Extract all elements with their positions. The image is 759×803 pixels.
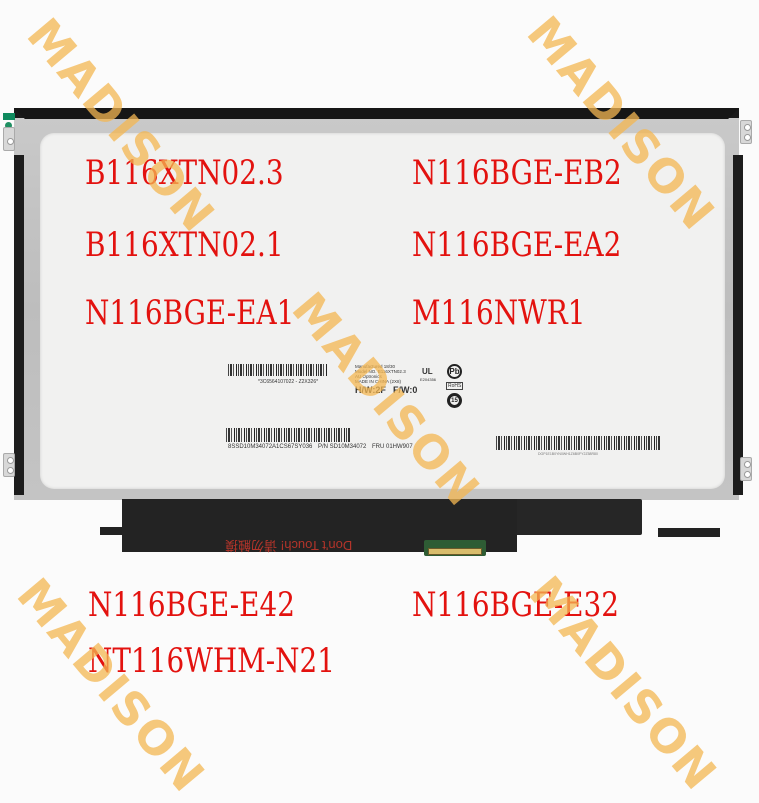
screw-hole-icon xyxy=(744,471,751,478)
barcode xyxy=(496,436,660,450)
mount-bracket-bottom-left xyxy=(3,453,15,477)
model-text: N116BGE-E42 xyxy=(88,585,296,625)
screw-hole-icon xyxy=(744,134,751,141)
model-text: N116BGE-EB2 xyxy=(412,153,622,193)
model-text: B116XTN02.3 xyxy=(85,153,284,193)
screw-hole-icon xyxy=(744,124,751,131)
green-dot-icon xyxy=(5,122,12,129)
hardware-version: H/W:2F xyxy=(355,385,386,395)
no-lead-icon: Pb xyxy=(447,364,462,379)
model-text: N116BGE-E32 xyxy=(412,585,620,625)
label-info-line: AU Optronics xyxy=(355,374,382,379)
mount-bracket-top-left xyxy=(3,127,15,151)
pcb-tab-right xyxy=(658,528,720,537)
model-text: N116BGE-EA1 xyxy=(85,293,295,333)
ul-code: E204356 xyxy=(420,377,437,382)
lcd-screen-surface xyxy=(40,133,725,489)
model-text: B116XTN02.1 xyxy=(85,225,284,265)
edp-connector-pins xyxy=(428,548,482,555)
screw-hole-icon xyxy=(7,467,14,474)
barcode xyxy=(226,428,350,442)
part-number: P/N SD10M34072 xyxy=(318,444,367,450)
panel-top-bezel xyxy=(14,108,739,119)
ul-mark-icon: UL xyxy=(422,367,433,376)
screw-hole-icon xyxy=(7,457,14,464)
model-text: N116BGE-EA2 xyxy=(412,225,622,265)
model-text: NT116WHM-N21 xyxy=(88,641,336,681)
screw-hole-icon xyxy=(7,138,14,145)
dont-touch-warning: Don't Touch! 请勿触摸 xyxy=(225,538,353,553)
mount-bracket-bottom-right xyxy=(740,457,752,481)
label-info-line: Model NO. B116XTN02.3 xyxy=(355,369,406,374)
screw-hole-icon xyxy=(744,461,751,468)
mount-bracket-top-right xyxy=(740,120,752,144)
recycle-15-icon: 15 xyxy=(447,393,462,408)
barcode-caption: *3C6564107022 - Z2X326* xyxy=(258,379,319,385)
panel-left-rail xyxy=(14,155,24,495)
label-info-line: Manufactured 18/30 xyxy=(355,364,396,369)
barcode-caption: DGP1E1B0YN0WH1Z6B0FY2Z58R80 xyxy=(538,452,598,456)
serial-number: 8SSD10M34072A1CS67SY036 xyxy=(228,444,313,450)
fru-number: FRU 01HW907 xyxy=(372,444,413,450)
barcode xyxy=(228,364,328,376)
firmware-version: F/W:0 xyxy=(393,385,418,395)
pcb-tab-left xyxy=(100,527,122,535)
model-text: M116NWR1 xyxy=(412,293,586,333)
rohs-badge: RoHS xyxy=(446,382,464,390)
panel-right-rail xyxy=(733,155,743,495)
watermark: MADISON xyxy=(518,566,729,801)
label-info-line: MADE IN CHINA (2X8) xyxy=(355,379,402,384)
green-tab-icon xyxy=(3,113,15,120)
